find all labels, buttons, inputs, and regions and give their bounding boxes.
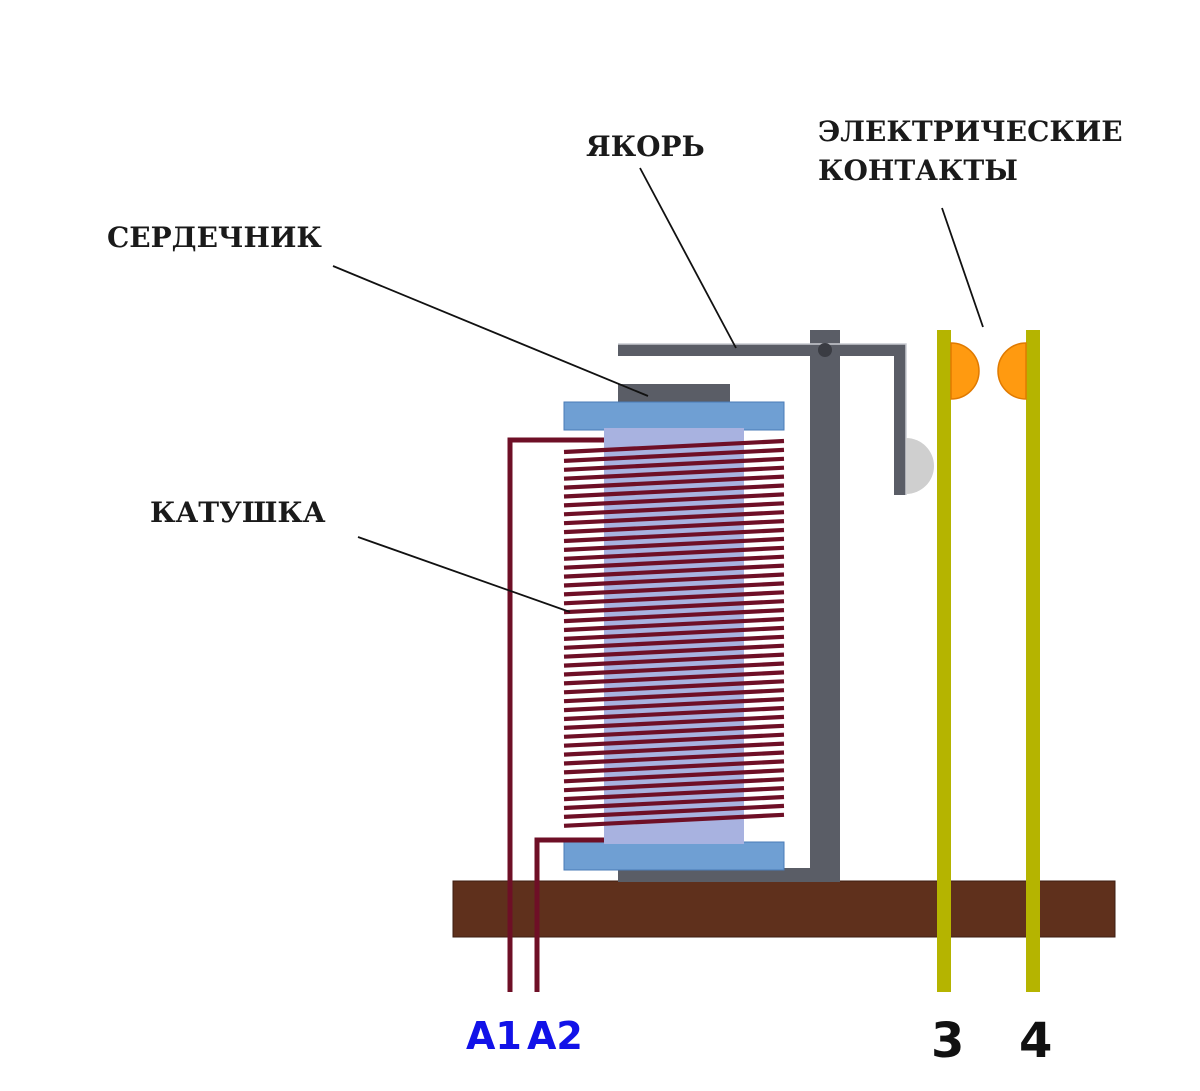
- frame-post: [810, 330, 840, 882]
- terminal-4-label: 4: [1019, 1013, 1052, 1069]
- label-contacts-line2: КОНТАКТЫ: [818, 154, 1018, 187]
- coil-turn: [563, 510, 785, 526]
- coil-turn: [563, 581, 785, 597]
- bobbin-bottom-flange: [563, 841, 785, 871]
- coil-turn: [563, 759, 785, 775]
- coil-turn: [563, 483, 785, 499]
- coil-turn: [563, 456, 785, 472]
- coil-turn: [563, 741, 785, 757]
- frame-bottom-bar: [618, 868, 840, 882]
- coil-turn: [563, 768, 785, 784]
- coil-turn: [563, 465, 785, 481]
- coil-turn: [563, 794, 785, 811]
- coil-turn: [563, 616, 785, 633]
- lead-wire-a2: [534, 837, 604, 992]
- leader-line-core: [332, 265, 649, 397]
- coil-turn: [563, 474, 785, 490]
- coil-turn: [563, 608, 785, 624]
- armature-tip: [906, 438, 934, 494]
- coil-turn: [563, 545, 785, 561]
- coil-turn: [563, 501, 785, 517]
- coil-turn: [563, 634, 785, 650]
- leader-line-contacts: [941, 207, 984, 328]
- leader-line-armature: [639, 167, 737, 349]
- coil-turn: [563, 438, 785, 455]
- coil-turn: [563, 714, 785, 730]
- coil-turn: [563, 723, 785, 739]
- label-contacts-line1: ЭЛЕКТРИЧЕСКИЕ: [818, 115, 1123, 148]
- coil-turn: [563, 572, 785, 588]
- terminal-3-label: 3: [931, 1013, 964, 1069]
- terminal-a2-label: A2: [527, 1014, 583, 1058]
- coil-turn: [563, 527, 785, 544]
- coil-turn: [563, 688, 785, 704]
- coil-windings: [563, 438, 785, 828]
- contact-3: [950, 342, 980, 400]
- coil-turn: [563, 732, 785, 748]
- armature-lever: [618, 344, 906, 495]
- coil-turn: [563, 492, 785, 508]
- terminal-a1-label: A1: [466, 1014, 522, 1058]
- contact-rod-3: [937, 330, 951, 992]
- coil-turn: [563, 812, 785, 828]
- coil-turn: [563, 652, 785, 668]
- coil-turn: [563, 519, 785, 535]
- label-armature: ЯКОРЬ: [586, 130, 705, 163]
- label-coil: КАТУШКА: [150, 496, 326, 529]
- coil-turn: [563, 803, 785, 819]
- contact-rod-4: [1026, 330, 1040, 992]
- coil-turn: [563, 643, 785, 659]
- coil-turn: [563, 599, 785, 615]
- leader-line-coil: [357, 536, 571, 613]
- armature: [618, 343, 934, 495]
- coil-turn: [563, 625, 785, 641]
- lead-wire-a1: [507, 437, 604, 992]
- bobbin-top-flange: [563, 401, 785, 431]
- coil-turn: [563, 447, 785, 463]
- coil-turn: [563, 777, 785, 793]
- coil-turn: [563, 563, 785, 579]
- coil-turn: [563, 705, 785, 722]
- armature-pivot: [818, 343, 832, 357]
- electrical-contacts: [937, 330, 1040, 992]
- contact-4: [997, 342, 1027, 400]
- core-top: [618, 384, 730, 404]
- base-plate: [452, 880, 1116, 938]
- coil-turn: [563, 750, 785, 766]
- coil-turn: [563, 786, 785, 802]
- label-core: СЕРДЕЧНИК: [107, 221, 322, 254]
- coil-turn: [563, 554, 785, 570]
- coil-turn: [563, 697, 785, 713]
- coil-turn: [563, 590, 785, 606]
- coil-turn: [563, 670, 785, 686]
- coil-turn: [563, 661, 785, 677]
- coil-turn: [563, 679, 785, 695]
- coil-turn: [563, 536, 785, 552]
